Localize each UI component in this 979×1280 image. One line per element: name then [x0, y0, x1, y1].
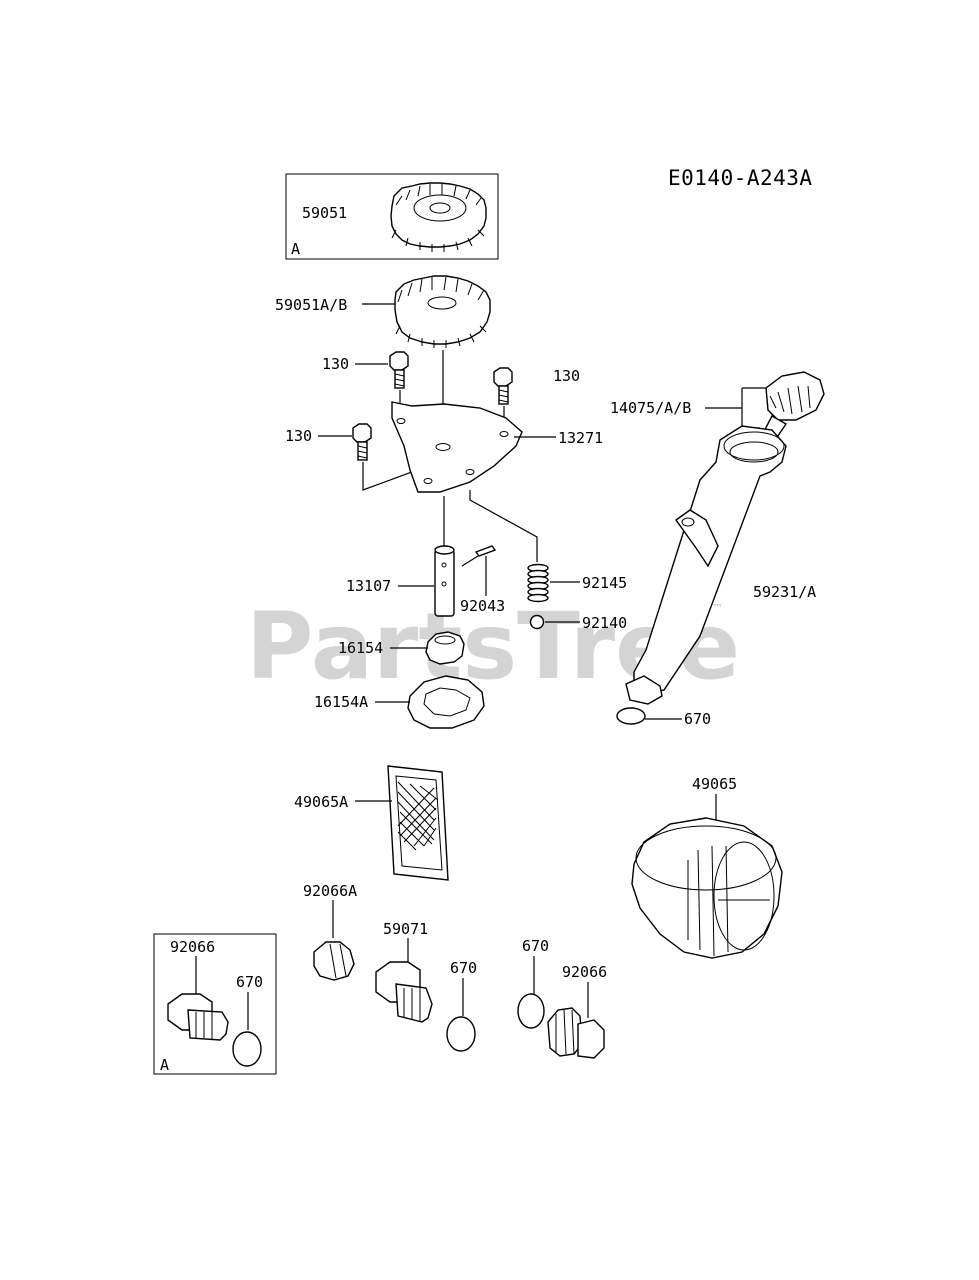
label-plug-small: 92066A	[303, 882, 357, 900]
plug-small-drawing	[313, 941, 355, 981]
oring-pipe-drawing	[616, 707, 646, 725]
oring-1-drawing	[446, 1016, 476, 1052]
label-plug: 92066	[562, 963, 607, 981]
shaft-drawing	[434, 545, 455, 617]
label-ball: 92140	[582, 614, 627, 632]
label-dipstick: 14075/A/B	[610, 399, 691, 417]
axis-spring	[469, 490, 538, 562]
label-oring-pipe: 670	[684, 710, 711, 728]
plug-drawing	[547, 1007, 605, 1059]
plug-a-drawing	[167, 993, 229, 1041]
gauge-pipe-drawing	[625, 425, 787, 705]
label-shaft: 13107	[346, 577, 391, 595]
label-bolt-2: 130	[553, 367, 580, 385]
leader-dipstick	[705, 387, 770, 429]
label-oil-filter: 49065	[692, 775, 737, 793]
label-oring-2: 670	[522, 937, 549, 955]
spring-drawing	[527, 563, 549, 603]
ball-drawing	[529, 614, 545, 630]
label-spring: 92145	[582, 574, 627, 592]
label-fitting: 59071	[383, 920, 428, 938]
strainer-drawing	[387, 765, 449, 881]
label-gear: 59051A/B	[275, 296, 347, 314]
label-strainer: 49065A	[294, 793, 348, 811]
bolt-3-drawing	[352, 423, 372, 461]
label-gear-a: 59051	[302, 204, 347, 222]
oil-filter-drawing	[631, 817, 783, 959]
inset-box-plug: A 92066 670	[153, 933, 277, 1075]
label-bolt-1: 130	[322, 355, 349, 373]
inset-tag-top: A	[291, 240, 300, 258]
label-gauge-pipe: 59231/A	[753, 583, 816, 601]
leader-pin-a	[461, 555, 479, 567]
label-plug-a: 92066	[170, 938, 215, 956]
label-inner-rotor: 16154	[338, 639, 383, 657]
watermark-trademark: ™	[712, 602, 723, 615]
diagram-code: E0140-A243A	[668, 166, 813, 190]
bolt-1-drawing	[389, 351, 409, 389]
oring-a-drawing	[232, 1031, 262, 1067]
outer-rotor-drawing	[407, 675, 485, 729]
label-plate: 13271	[558, 429, 603, 447]
label-bolt-3: 130	[285, 427, 312, 445]
bolt-2-drawing	[493, 367, 513, 405]
label-pin: 92043	[460, 597, 505, 615]
gear-a-drawing	[390, 182, 487, 252]
fitting-drawing	[375, 961, 433, 1023]
inset-box-gear: A 59051	[285, 173, 499, 260]
label-oring-a: 670	[236, 973, 263, 991]
pin-drawing	[474, 545, 497, 557]
plate-drawing	[391, 401, 523, 493]
label-outer-rotor: 16154A	[314, 693, 368, 711]
oring-2-drawing	[517, 993, 545, 1029]
inner-rotor-drawing	[425, 631, 465, 665]
label-oring-1: 670	[450, 959, 477, 977]
inset-tag-bottom: A	[160, 1056, 169, 1074]
gear-drawing	[394, 275, 491, 348]
